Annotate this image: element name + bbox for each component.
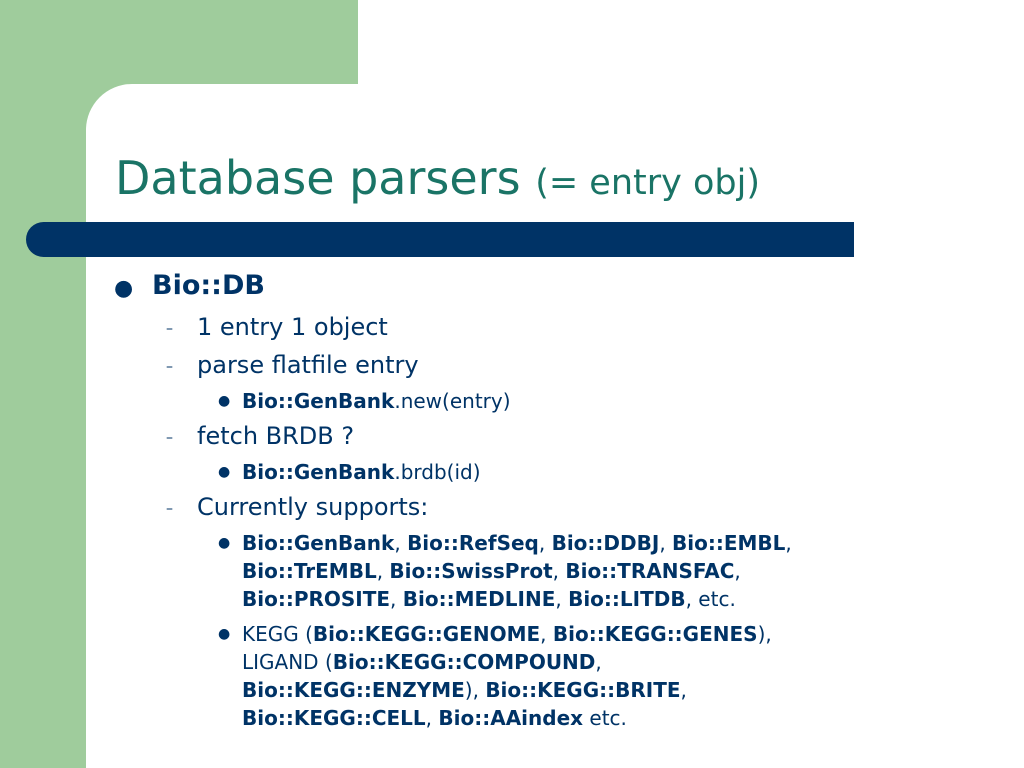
db-name: Bio::PROSITE [242,587,391,611]
supports-line-3: Bio::PROSITE, Bio::MEDLINE, Bio::LITDB, … [242,587,736,611]
db-name: Bio::GenBank [242,531,395,555]
separator: , etc. [685,587,736,611]
db-name: Bio::MEDLINE [402,587,556,611]
class-name: Bio::GenBank [242,460,395,484]
separator: , [734,559,741,583]
supports-line-1: Bio::GenBank, Bio::RefSeq, Bio::DDBJ, Bi… [242,531,792,555]
separator: , [390,587,403,611]
method-call: .new(entry) [394,389,511,413]
separator: , [540,622,553,646]
db-name: Bio::DDBJ [551,531,660,555]
bullet-bio-db: Bio::DB [152,270,265,301]
db-name: Bio::AAindex [438,706,584,730]
separator: , [552,559,566,583]
bullet-dot-icon: ● [218,464,231,480]
db-name: Bio::KEGG::GENOME [312,622,541,646]
dash-icon: – [166,359,173,375]
title-divider-bar [26,222,854,257]
class-name: Bio::GenBank [242,389,395,413]
bullet-dot-icon: ● [114,276,134,301]
title-paren: (= entry obj) [535,163,760,203]
db-name: Bio::KEGG::BRITE [485,678,681,702]
plain-text: KEGG ( [242,622,313,646]
db-name: Bio::KEGG::GENES [552,622,758,646]
separator: ), [464,678,486,702]
db-name: Bio::KEGG::ENZYME [242,678,465,702]
separator: , [376,559,390,583]
separator: etc. [583,706,627,730]
supports-line-2: Bio::TrEMBL, Bio::SwissProt, Bio::TRANSF… [242,559,741,583]
sub-item-2: parse flatfile entry [197,351,419,379]
kegg-line-3: Bio::KEGG::ENZYME), Bio::KEGG::BRITE, [242,678,687,702]
bullet-dot-icon: ● [218,393,231,409]
bullet-dot-icon: ● [218,535,231,551]
sub-item-1: 1 entry 1 object [197,313,388,341]
separator: ), [757,622,772,646]
method-call: .brdb(id) [394,460,481,484]
separator: , [425,706,439,730]
kegg-line-2: LIGAND (Bio::KEGG::COMPOUND, [242,650,602,674]
separator: , [785,531,792,555]
green-left-strip [0,0,86,768]
separator: , [538,531,552,555]
white-content-panel [86,84,1024,768]
sub-sub-item-new: Bio::GenBank.new(entry) [242,389,511,413]
db-name: Bio::LITDB [568,587,686,611]
db-name: Bio::EMBL [672,531,786,555]
db-name: Bio::SwissProt [389,559,553,583]
db-name: Bio::TrEMBL [242,559,377,583]
dash-icon: – [166,321,173,337]
separator: , [659,531,673,555]
title-main: Database parsers [115,151,521,205]
bullet-dot-icon: ● [218,626,231,642]
sub-item-3: fetch BRDB ? [197,422,355,450]
db-name: Bio::RefSeq [407,531,539,555]
separator: , [394,531,408,555]
db-name: Bio::KEGG::CELL [242,706,426,730]
kegg-line-4: Bio::KEGG::CELL, Bio::AAindex etc. [242,706,627,730]
separator: , [680,678,687,702]
dash-icon: – [166,501,173,517]
sub-sub-item-brdb: Bio::GenBank.brdb(id) [242,460,481,484]
separator: , [555,587,569,611]
db-name: Bio::TRANSFAC [565,559,735,583]
kegg-line-1: KEGG (Bio::KEGG::GENOME, Bio::KEGG::GENE… [242,622,772,646]
dash-icon: – [166,430,173,446]
sub-item-4: Currently supports: [197,493,429,521]
separator: , [595,650,602,674]
slide-title: Database parsers (= entry obj) [115,148,760,213]
db-name: Bio::KEGG::COMPOUND [332,650,596,674]
plain-text: LIGAND ( [242,650,333,674]
